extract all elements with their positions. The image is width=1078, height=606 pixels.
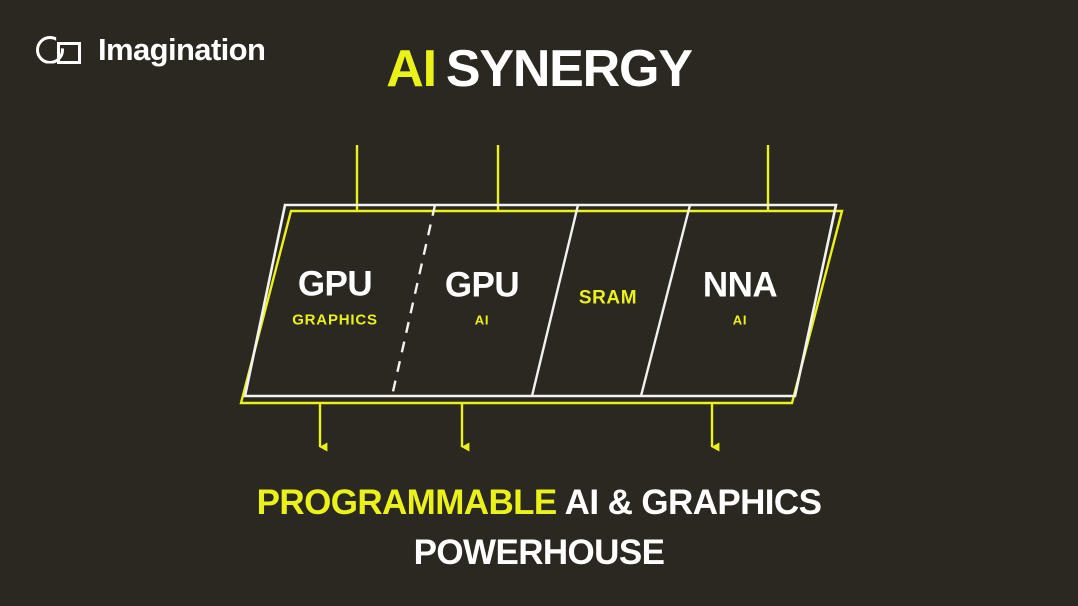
tagline-line-2: POWERHOUSE: [413, 532, 665, 572]
page-title-plain: SYNERGY: [445, 40, 693, 98]
top-connectors: [355, 145, 770, 212]
block-title: NNA: [702, 265, 778, 305]
logo-circle-shape: [36, 35, 64, 64]
brand-logo: Imagination: [36, 32, 266, 67]
block-title: GPU: [444, 265, 520, 305]
block-gpu-graphics[interactable]: GPU GRAPHICS: [292, 267, 378, 328]
block-subtitle: AI: [474, 312, 490, 328]
block-title: SRAM: [578, 287, 638, 309]
block-title: GPU: [297, 264, 373, 304]
imagination-logo-icon: [36, 35, 88, 65]
tagline-plain: AI & GRAPHICS: [564, 483, 822, 522]
brand-name: Imagination: [98, 32, 266, 67]
logo-square-shape: [57, 41, 81, 64]
block-subtitle: GRAPHICS: [292, 311, 378, 329]
block-divider-dashed-1: [390, 204, 437, 397]
block-subtitle: AI: [732, 312, 748, 328]
page-title-accent: AI: [386, 40, 437, 98]
block-nna-ai[interactable]: NNA AI: [702, 265, 778, 328]
block-gpu-ai[interactable]: GPU AI: [444, 265, 520, 328]
block-divider-solid-3: [639, 204, 692, 397]
block-divider-solid-2: [530, 204, 580, 397]
block-sram[interactable]: SRAM: [579, 289, 637, 308]
bottom-arrows: [318, 403, 720, 452]
tagline-accent: PROGRAMMABLE: [256, 483, 558, 522]
